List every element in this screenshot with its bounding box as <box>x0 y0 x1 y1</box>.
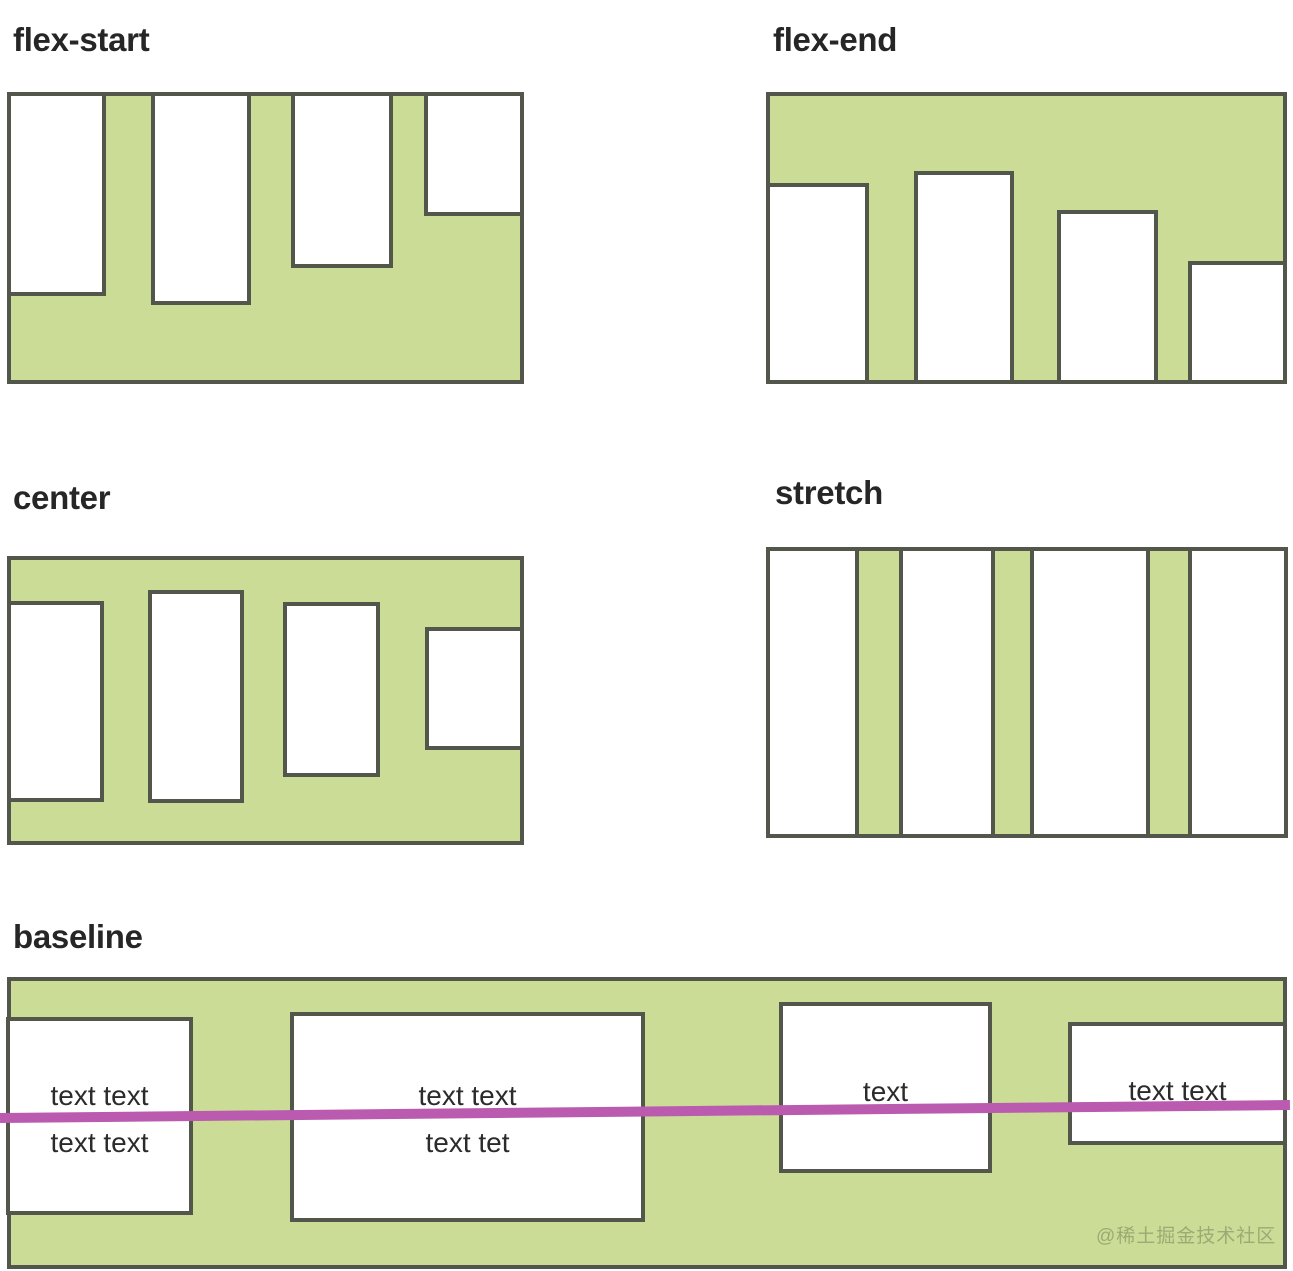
panel-title-baseline: baseline <box>13 918 143 955</box>
panel-title-flex-start: flex-start <box>13 21 150 58</box>
flex-item-flex-start-1 <box>7 92 106 296</box>
flex-item-stretch-1 <box>766 547 859 838</box>
flex-item-text: text tet <box>425 1127 510 1158</box>
panel-title-center: center <box>13 479 111 516</box>
flex-item-stretch-4 <box>1188 547 1288 838</box>
flex-item-center-1 <box>7 601 104 802</box>
flex-item-text: text text <box>418 1080 517 1111</box>
panel-title-stretch: stretch <box>775 474 883 511</box>
flex-item-baseline-4: text text <box>1068 1022 1287 1145</box>
flex-item-center-4 <box>425 627 524 750</box>
flex-item-center-3 <box>283 602 380 777</box>
flex-item-flex-start-3 <box>291 92 393 268</box>
flex-item-text: text text <box>50 1127 149 1158</box>
flex-item-flex-end-4 <box>1188 261 1287 384</box>
flex-item-flex-end-2 <box>914 171 1014 384</box>
watermark: @稀土掘金技术社区 <box>1096 1226 1277 1247</box>
flex-item-stretch-2 <box>899 547 995 838</box>
flex-item-flex-start-4 <box>424 92 524 216</box>
panel-title-flex-end: flex-end <box>773 21 898 58</box>
flex-item-text: text <box>862 1076 909 1107</box>
flex-item-text: text text <box>50 1080 149 1111</box>
flex-item-flex-end-3 <box>1057 210 1158 384</box>
flex-item-stretch-3 <box>1030 547 1150 838</box>
flex-item-flex-start-2 <box>151 92 251 305</box>
flex-item-baseline-3: text <box>779 1002 992 1173</box>
flex-item-center-2 <box>148 590 244 803</box>
flex-item-flex-end-1 <box>766 183 869 384</box>
